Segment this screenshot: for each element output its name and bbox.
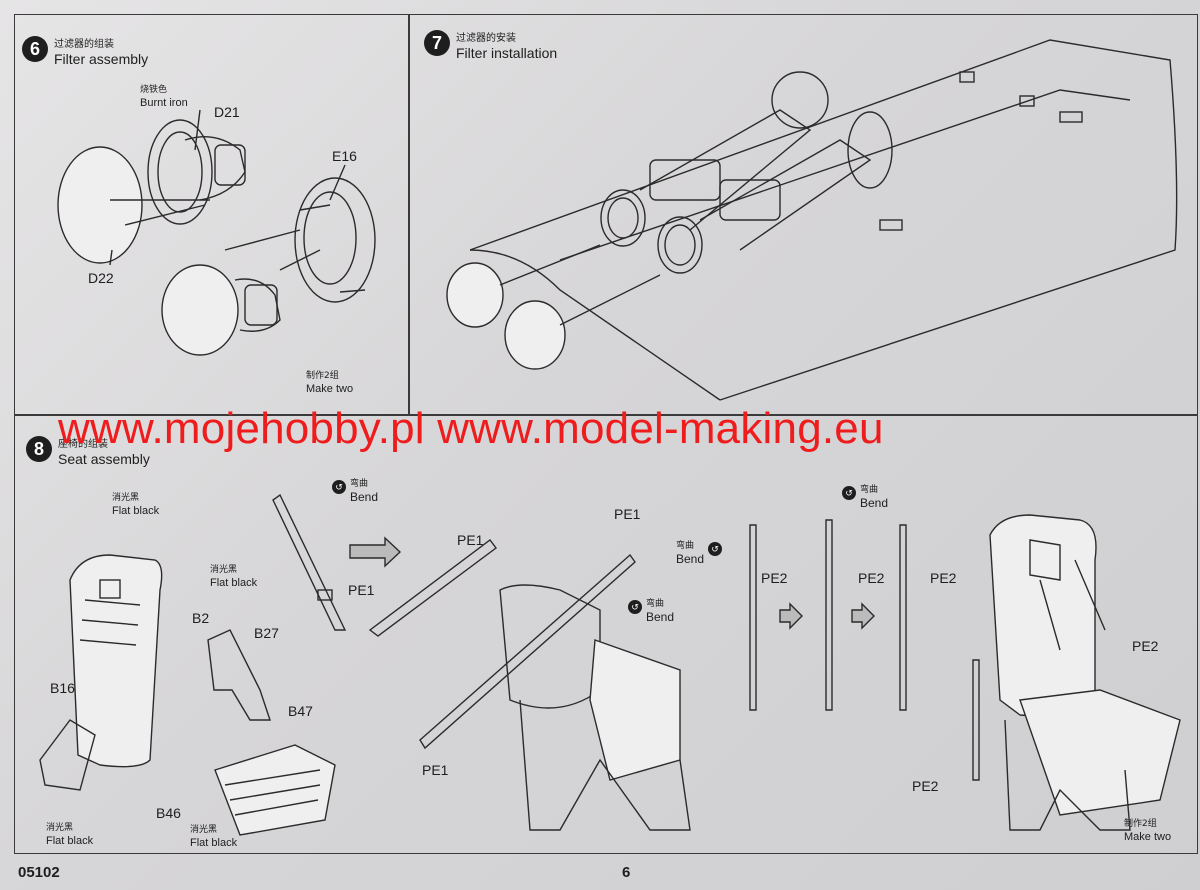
part-label-b47: B47: [288, 703, 313, 719]
step6-title-en: Filter assembly: [54, 51, 149, 67]
bend-note-2-cn: 弯曲: [646, 599, 665, 609]
bend-note-3-en: Bend: [676, 552, 705, 566]
catalog-code: 05102: [18, 864, 60, 881]
step6-number-badge: 6: [22, 36, 48, 62]
paint-note-seat-cn: 消光黑: [112, 493, 140, 503]
paint-note-bracket: 消光黑 Flat black: [210, 564, 257, 590]
paint-note-base-left-en: Flat black: [46, 835, 94, 847]
paint-note-cushion: 消光黑 Flat black: [190, 824, 237, 850]
step7-panel: [408, 14, 1198, 416]
part-label-d22: D22: [88, 270, 114, 286]
step7-title-cn: 过滤器的安装: [456, 33, 516, 44]
bend-note-1-en: Bend: [350, 490, 379, 504]
bend-icon: ↺: [628, 600, 642, 614]
step6-quantity-note: 制作2组 Make two: [306, 370, 353, 396]
part-label-b16: B16: [50, 680, 75, 696]
step8-number-badge: 8: [26, 436, 52, 462]
step6-note-cn: 制作2组: [306, 371, 339, 381]
step8-drawing: [39, 493, 1181, 836]
step7-number-badge: 7: [424, 30, 450, 56]
step8-title-en: Seat assembly: [58, 451, 150, 467]
step8-panel: [14, 414, 1198, 854]
step8-header: 8 座椅的组装 Seat assembly: [26, 436, 150, 467]
step8-quantity-note: 制作2组 Make two: [1124, 818, 1171, 844]
step7-header: 7 过滤器的安装 Filter installation: [424, 30, 557, 61]
step6-drawing: [57, 109, 376, 356]
step7-title-en: Filter installation: [456, 45, 558, 61]
step6-panel: [14, 14, 410, 416]
paint-note-seat: 消光黑 Flat black: [112, 492, 159, 518]
part-label-pe2-loose: PE2: [912, 778, 939, 794]
paint-note-seat-en: Flat black: [112, 505, 160, 517]
step8-note-cn: 制作2组: [1124, 819, 1157, 829]
paint-note-base-left-cn: 消光黑: [46, 823, 74, 833]
part-label-pe1-strap: PE1: [348, 582, 375, 598]
step6-paint-cn: 烧铁色: [140, 85, 168, 95]
paint-note-bracket-en: Flat black: [210, 577, 258, 589]
part-label-b27: B27: [254, 625, 279, 641]
part-label-pe2-second: PE2: [858, 570, 885, 586]
part-label-d21: D21: [214, 104, 240, 120]
bend-icon: ↺: [708, 542, 723, 556]
part-label-pe2-first: PE2: [761, 570, 788, 586]
paint-note-base-left: 消光黑 Flat black: [46, 822, 93, 848]
step7-drawing: [446, 39, 1178, 401]
part-label-e16: E16: [332, 148, 357, 164]
step6-paint-en: Burnt iron: [140, 97, 188, 109]
part-label-pe1-upper: PE1: [614, 506, 641, 522]
paint-note-cushion-cn: 消光黑: [190, 825, 218, 835]
bend-note-4-cn: 弯曲: [860, 485, 879, 495]
bend-icon: ↺: [842, 486, 856, 500]
part-label-b46: B46: [156, 805, 181, 821]
bend-note-1-cn: 弯曲: [350, 479, 369, 489]
bend-icon: ↺: [332, 480, 346, 494]
part-label-pe1-lower: PE1: [422, 762, 449, 778]
watermark-text: www.mojehobby.pl www.model-making.eu: [58, 404, 884, 453]
part-label-pe2-installed: PE2: [1132, 638, 1159, 654]
part-label-b2: B2: [192, 610, 210, 626]
bend-note-2-en: Bend: [646, 610, 675, 624]
step6-paint-note: 烧铁色 Burnt iron: [140, 84, 188, 110]
page-number: 6: [622, 864, 631, 881]
step8-title-cn: 座椅的组装: [58, 439, 108, 450]
part-label-pe2-third: PE2: [930, 570, 957, 586]
step8-note-en: Make two: [1124, 831, 1172, 843]
step6-title-cn: 过滤器的组装: [54, 39, 114, 50]
step6-note-en: Make two: [306, 383, 354, 395]
paint-note-bracket-cn: 消光黑: [210, 565, 238, 575]
bend-note-3-cn: 弯曲: [676, 541, 695, 551]
step6-header: 6 过滤器的组装 Filter assembly: [22, 36, 148, 67]
bend-note-4-en: Bend: [860, 496, 889, 510]
paint-note-cushion-en: Flat black: [190, 837, 238, 849]
part-label-pe1-folded: PE1: [457, 532, 484, 548]
